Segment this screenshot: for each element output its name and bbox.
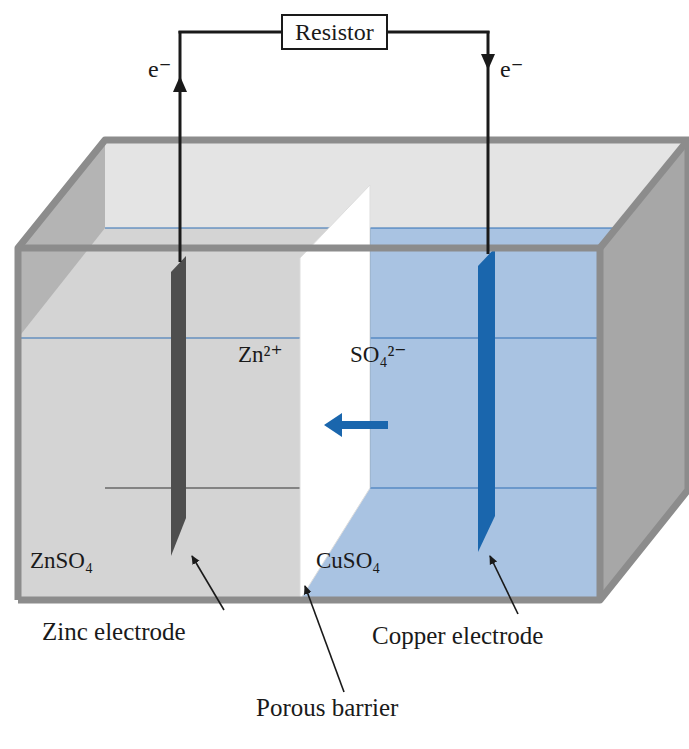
part-label: Copper electrode <box>372 622 543 651</box>
wire <box>179 31 282 34</box>
zinc-electrode <box>171 256 186 556</box>
electron-arrow <box>173 76 187 92</box>
wire <box>386 31 489 34</box>
electron-label: e⁻ <box>148 56 171 84</box>
solution-label: CuSO₄ <box>316 548 380 574</box>
solution-label: ZnSO₄ <box>30 548 93 574</box>
resistor-symbol: Resistor <box>281 14 388 50</box>
ion-flow-arrow <box>324 413 388 437</box>
electron-arrow <box>481 54 495 70</box>
floor-edge <box>105 487 300 488</box>
copper-electrode <box>478 248 495 552</box>
part-label: Zinc electrode <box>42 618 186 647</box>
ion-label: Zn²⁺ <box>238 342 283 368</box>
electron-label: e⁻ <box>500 56 523 84</box>
wire <box>180 31 488 262</box>
container-rim <box>18 140 688 600</box>
component-label: Resistor <box>295 19 374 45</box>
ion-label: SO₄²⁻ <box>350 342 406 368</box>
right-wall <box>600 140 688 600</box>
part-label: Porous barrier <box>256 694 398 723</box>
